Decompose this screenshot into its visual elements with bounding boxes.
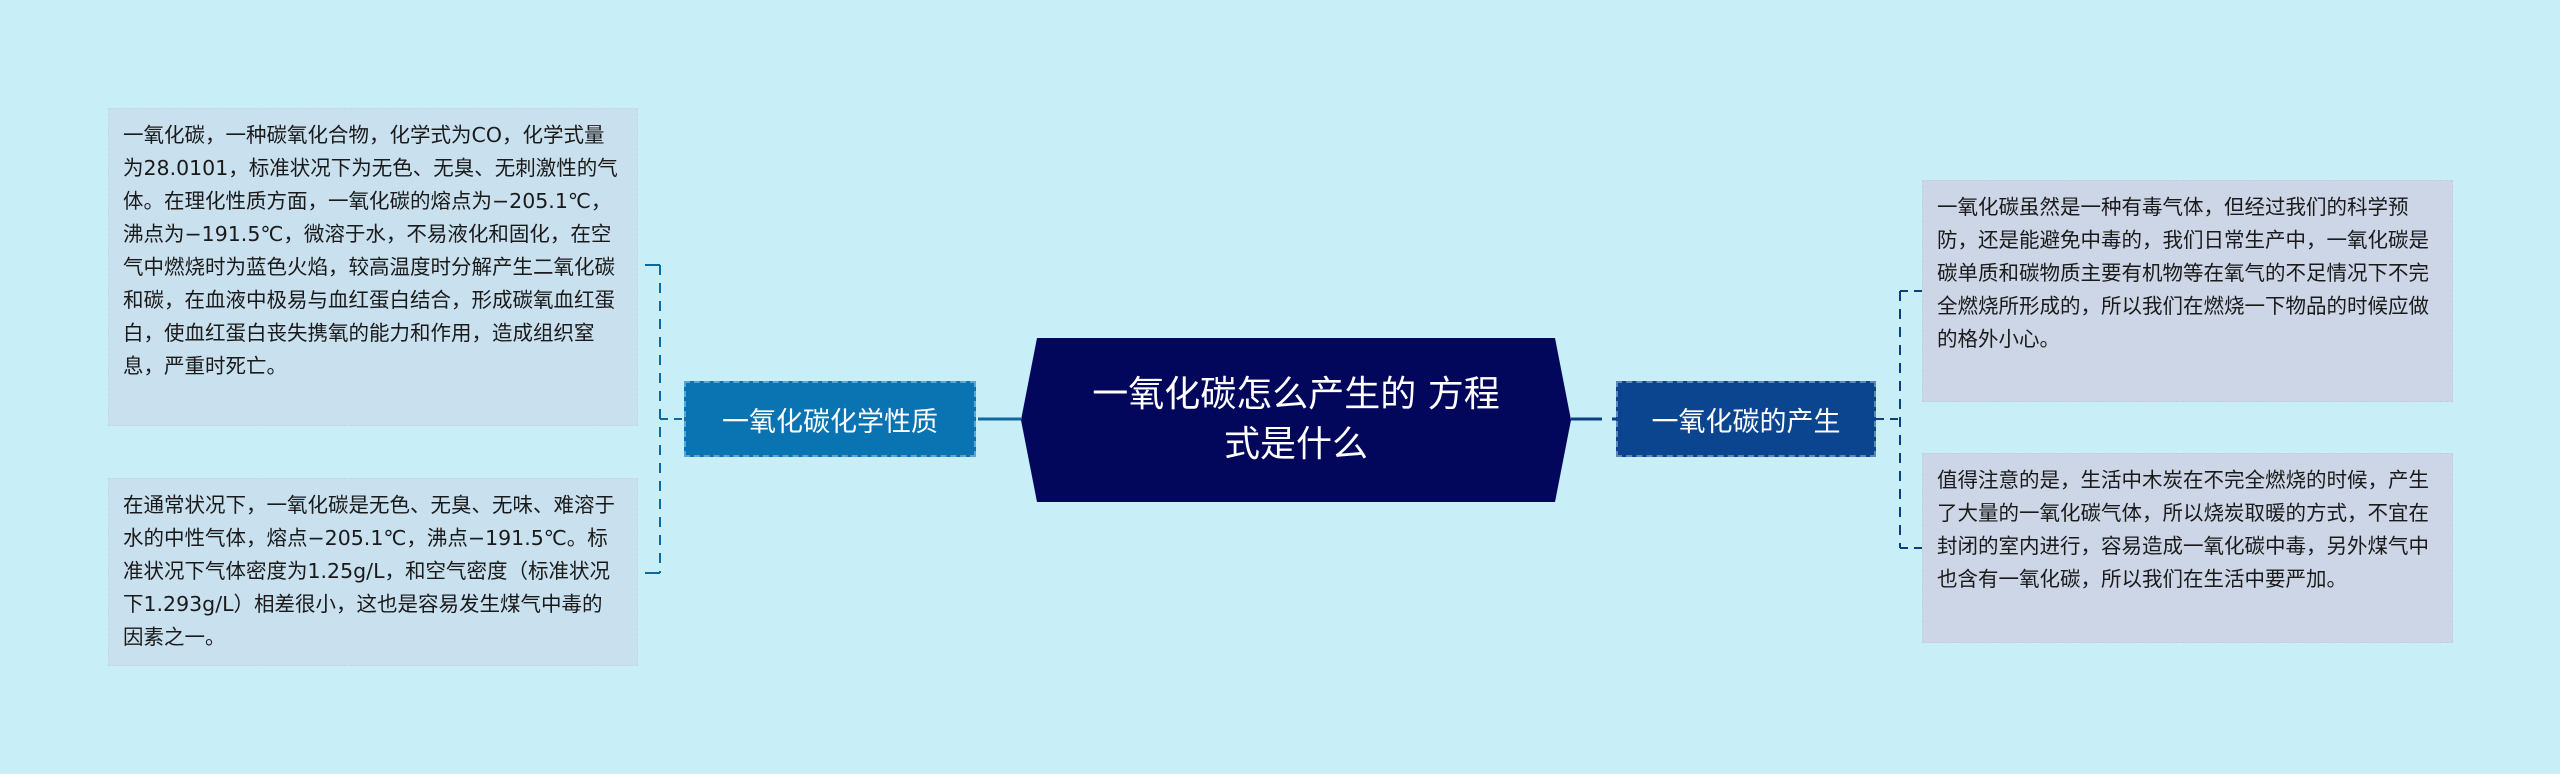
right-branch-node[interactable]: 一氧化碳的产生 (1616, 381, 1876, 457)
center-topic-node[interactable]: 一氧化碳怎么产生的 方程式是什么 (1021, 338, 1571, 502)
left-leaf-1-text: 一氧化碳，一种碳氧化合物，化学式为CO，化学式量为28.0101，标准状况下为无… (123, 123, 618, 378)
left-leaf-1[interactable]: 一氧化碳，一种碳氧化合物，化学式为CO，化学式量为28.0101，标准状况下为无… (108, 108, 638, 426)
center-topic-title: 一氧化碳怎么产生的 方程式是什么 (1092, 374, 1500, 465)
right-leaf-2[interactable]: 值得注意的是，生活中木炭在不完全燃烧的时候，产生了大量的一氧化碳气体，所以烧炭取… (1922, 453, 2453, 643)
left-leaf-2-text: 在通常状况下，一氧化碳是无色、无臭、无味、难溶于水的中性气体，熔点−205.1℃… (123, 493, 615, 649)
left-branch-node[interactable]: 一氧化碳化学性质 (684, 381, 976, 457)
left-branch-label: 一氧化碳化学性质 (722, 406, 938, 438)
right-leaf-1-text: 一氧化碳虽然是一种有毒气体，但经过我们的科学预防，还是能避免中毒的，我们日常生产… (1937, 195, 2429, 351)
left-leaf-2[interactable]: 在通常状况下，一氧化碳是无色、无臭、无味、难溶于水的中性气体，熔点−205.1℃… (108, 478, 638, 666)
hexagon-shape (1021, 338, 1571, 502)
right-branch-label: 一氧化碳的产生 (1651, 406, 1841, 438)
right-leaf-1[interactable]: 一氧化碳虽然是一种有毒气体，但经过我们的科学预防，还是能避免中毒的，我们日常生产… (1922, 180, 2453, 402)
right-leaf-2-text: 值得注意的是，生活中木炭在不完全燃烧的时候，产生了大量的一氧化碳气体，所以烧炭取… (1937, 468, 2429, 591)
